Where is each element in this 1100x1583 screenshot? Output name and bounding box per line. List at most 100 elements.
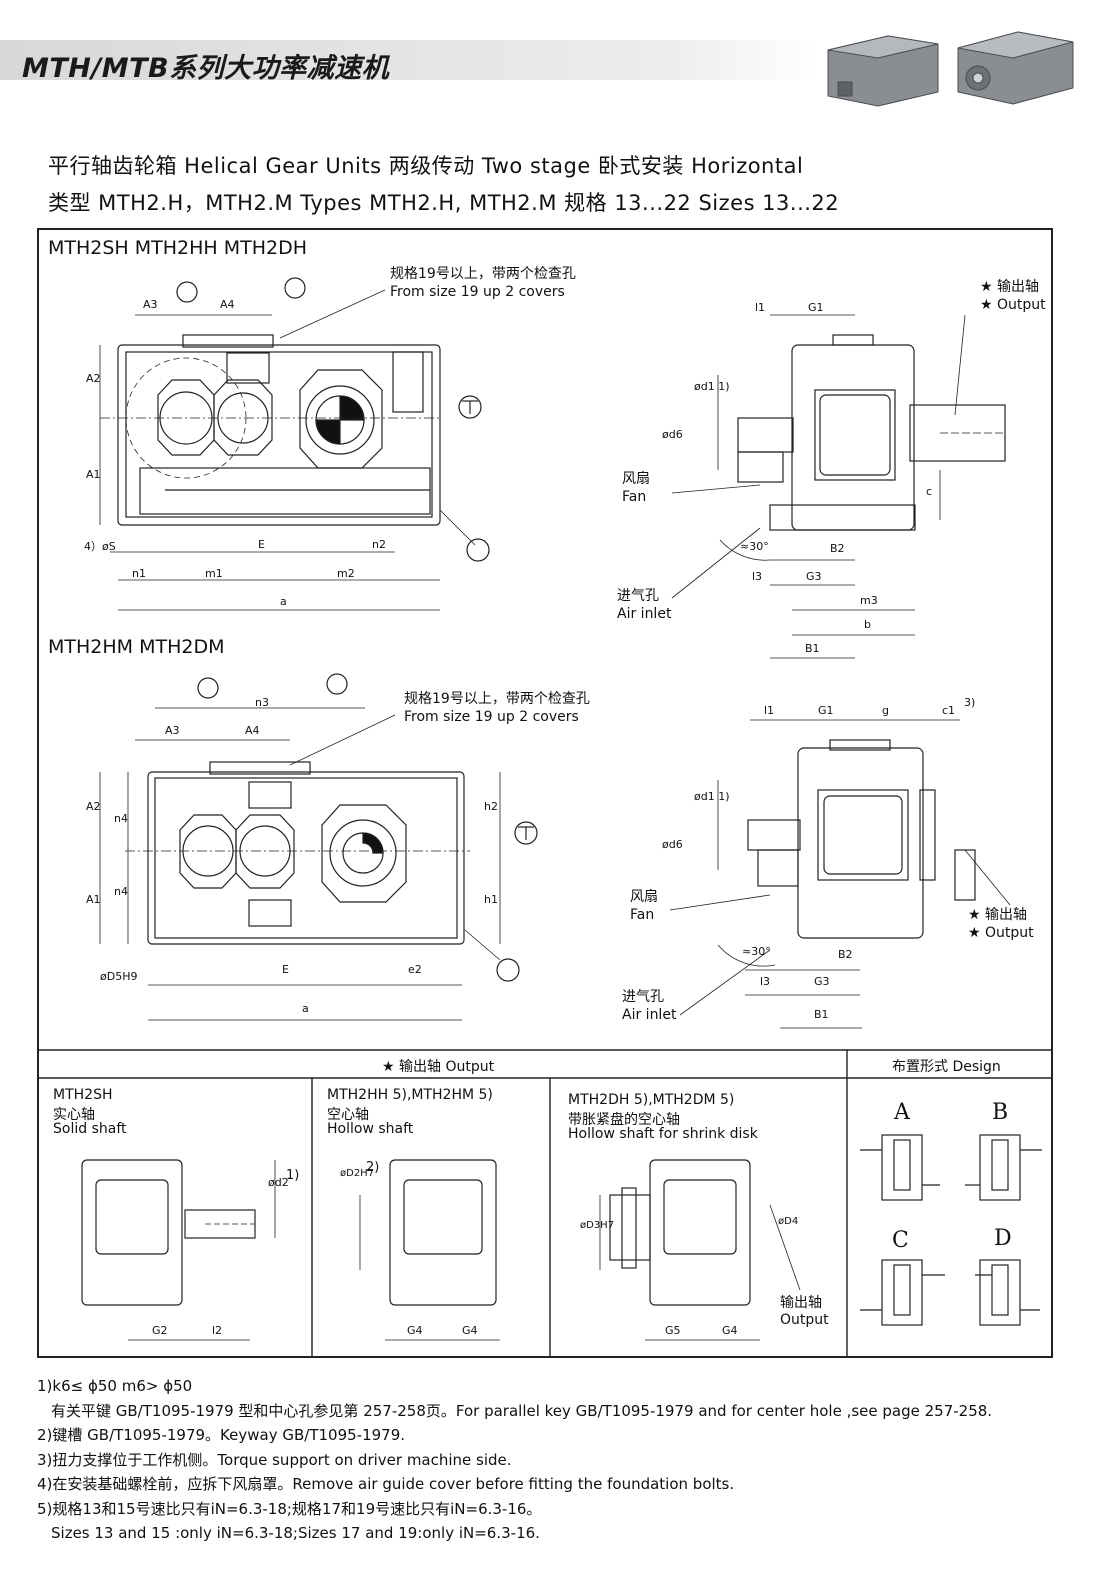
dim2-D5: øD5H9 [100,970,138,983]
design-label-D: D [994,1226,1012,1251]
dim-b: b [864,618,871,631]
dim2-n4a: n4 [114,812,128,825]
section2-output-en: ★ Output [968,925,1034,941]
page-title: MTH/MTB系列大功率减速机 [22,53,390,84]
dim-d6: ød6 [662,428,683,441]
col2-title: MTH2HH 5),MTH2HM 5) [327,1087,493,1103]
dim-l3: l3 [752,570,763,583]
section2-fan-cn: 风扇 [630,889,658,905]
col1-d2: ød2 [268,1176,289,1189]
footnote-1: 1)k6≤ ϕ50 m6> ϕ50 [37,1377,193,1395]
dim-G3: G3 [806,570,822,583]
dim2-d1: ød1 1) [694,790,730,803]
dim2-A2: A2 [86,800,101,813]
dim-d1: ød1 1) [694,380,730,393]
dim-A2: A2 [86,372,101,385]
section1-fan-en: Fan [622,489,647,505]
dim-l1: l1 [755,301,766,314]
section2-output-cn: ★ 输出轴 [968,907,1028,923]
col3-G5: G5 [665,1324,681,1337]
dim2-h2: h2 [484,800,498,813]
dim2-angle: ≈30° [742,945,771,958]
footnote-5b: Sizes 13 and 15 :only iN=6.3-18;Sizes 17… [51,1524,540,1542]
col1-en: Solid shaft [53,1121,127,1137]
gearbox-product-image [827,31,1074,107]
footnote-1b: 有关平键 GB/T1095-1979 型和中心孔参见第 257-258页。For… [51,1401,993,1420]
dim-m2: m2 [337,567,355,580]
dim2-G1: G1 [818,704,834,717]
section1-output-en: ★ Output [980,297,1046,313]
dim-m1: m1 [205,567,223,580]
title-banner [0,40,820,80]
dim2-n4b: n4 [114,885,128,898]
design-label-C: C [892,1228,909,1253]
dim2-c1: c1 [942,704,956,717]
section2-note-cn: 规格19号以上，带两个检查孔 [404,691,590,707]
shrink-disk-view [599,1159,801,1341]
section2-air-en: Air inlet [622,1007,677,1023]
spec-line-1: 平行轴齿轮箱 Helical Gear Units 两级传动 Two stage… [48,154,804,178]
footnote-2: 2)键槽 GB/T1095-1979。Keyway GB/T1095-1979. [37,1426,406,1444]
section2-side-view [669,719,1011,1029]
solid-shaft-view [81,1159,276,1341]
col1-cn: 实心轴 [53,1107,95,1123]
dim-A4: A4 [220,298,235,311]
dim2-l1: l1 [764,704,775,717]
hollow-shaft-view [359,1159,500,1341]
section2-front-view [99,673,538,1021]
section1-note-en: From size 19 up 2 covers [390,284,565,300]
section2-fan-en: Fan [630,907,655,923]
dim2-A3: A3 [165,724,180,737]
section1-front-view [99,277,490,611]
dim-n2: n2 [372,538,386,551]
section2-title: MTH2HM MTH2DM [48,636,225,658]
col3-D3: øD3H7 [580,1220,615,1231]
dim2-A4: A4 [245,724,260,737]
table-header-output: ★ 输出轴 Output [382,1059,495,1075]
dim-n3: n3 [255,696,269,709]
dim2-c1-note: 3) [964,696,976,709]
footnote-3: 3)扭力支撑位于工作机侧。Torque support on driver ma… [37,1450,512,1469]
dim2-G3: G3 [814,975,830,988]
section1-fan-cn: 风扇 [622,471,650,487]
dim-B2: B2 [830,542,845,555]
dim-S: 4）øS [84,540,116,553]
dim2-l3: l3 [760,975,771,988]
dim2-a: a [302,1002,309,1015]
dim-a: a [280,595,287,608]
table-header-design: 布置形式 Design [892,1059,1001,1075]
footnote-5: 5)规格13和15号速比只有iN=6.3-18;规格17和19号速比只有iN=6… [37,1499,542,1518]
spec-line-2: 类型 MTH2.H，MTH2.M Types MTH2.H, MTH2.M 规格… [48,191,840,215]
col3-cn: 带胀紧盘的空心轴 [568,1112,680,1128]
col2-D2: øD2H7 [340,1168,375,1179]
dim-m3: m3 [860,594,878,607]
col2-G4b: G4 [462,1324,478,1337]
output-table-grid [37,1049,1053,1358]
col3-title: MTH2DH 5),MTH2DM 5) [568,1092,735,1108]
col2-en: Hollow shaft [327,1121,414,1137]
section1-air-en: Air inlet [617,606,672,622]
dim2-A1: A1 [86,893,101,906]
dim2-B1: B1 [814,1008,829,1021]
col2-G4a: G4 [407,1324,423,1337]
col1-l2: l2 [212,1324,223,1337]
footnotes: 1)k6≤ ϕ50 m6> ϕ50 有关平键 GB/T1095-1979 型和中… [37,1374,1067,1546]
dim2-B2: B2 [838,948,853,961]
design-label-A: A [894,1100,910,1125]
dim2-d6: ød6 [662,838,683,851]
dim-A1: A1 [86,468,101,481]
section1-output-cn: ★ 输出轴 [980,279,1040,295]
drawing-frame [37,228,1053,1358]
col2-note: 2) [366,1160,380,1175]
dim2-g: g [882,704,889,717]
dim-angle: ≈30° [740,540,769,553]
col1-title: MTH2SH [53,1087,113,1103]
dim-A3: A3 [143,298,158,311]
col2-cn: 空心轴 [327,1107,369,1123]
dim-n1: n1 [132,567,146,580]
col3-out-en: Output [780,1312,829,1328]
col1-note: 1) [286,1168,300,1183]
dim2-E: E [282,963,289,976]
col3-out-cn: 输出轴 [780,1295,822,1311]
